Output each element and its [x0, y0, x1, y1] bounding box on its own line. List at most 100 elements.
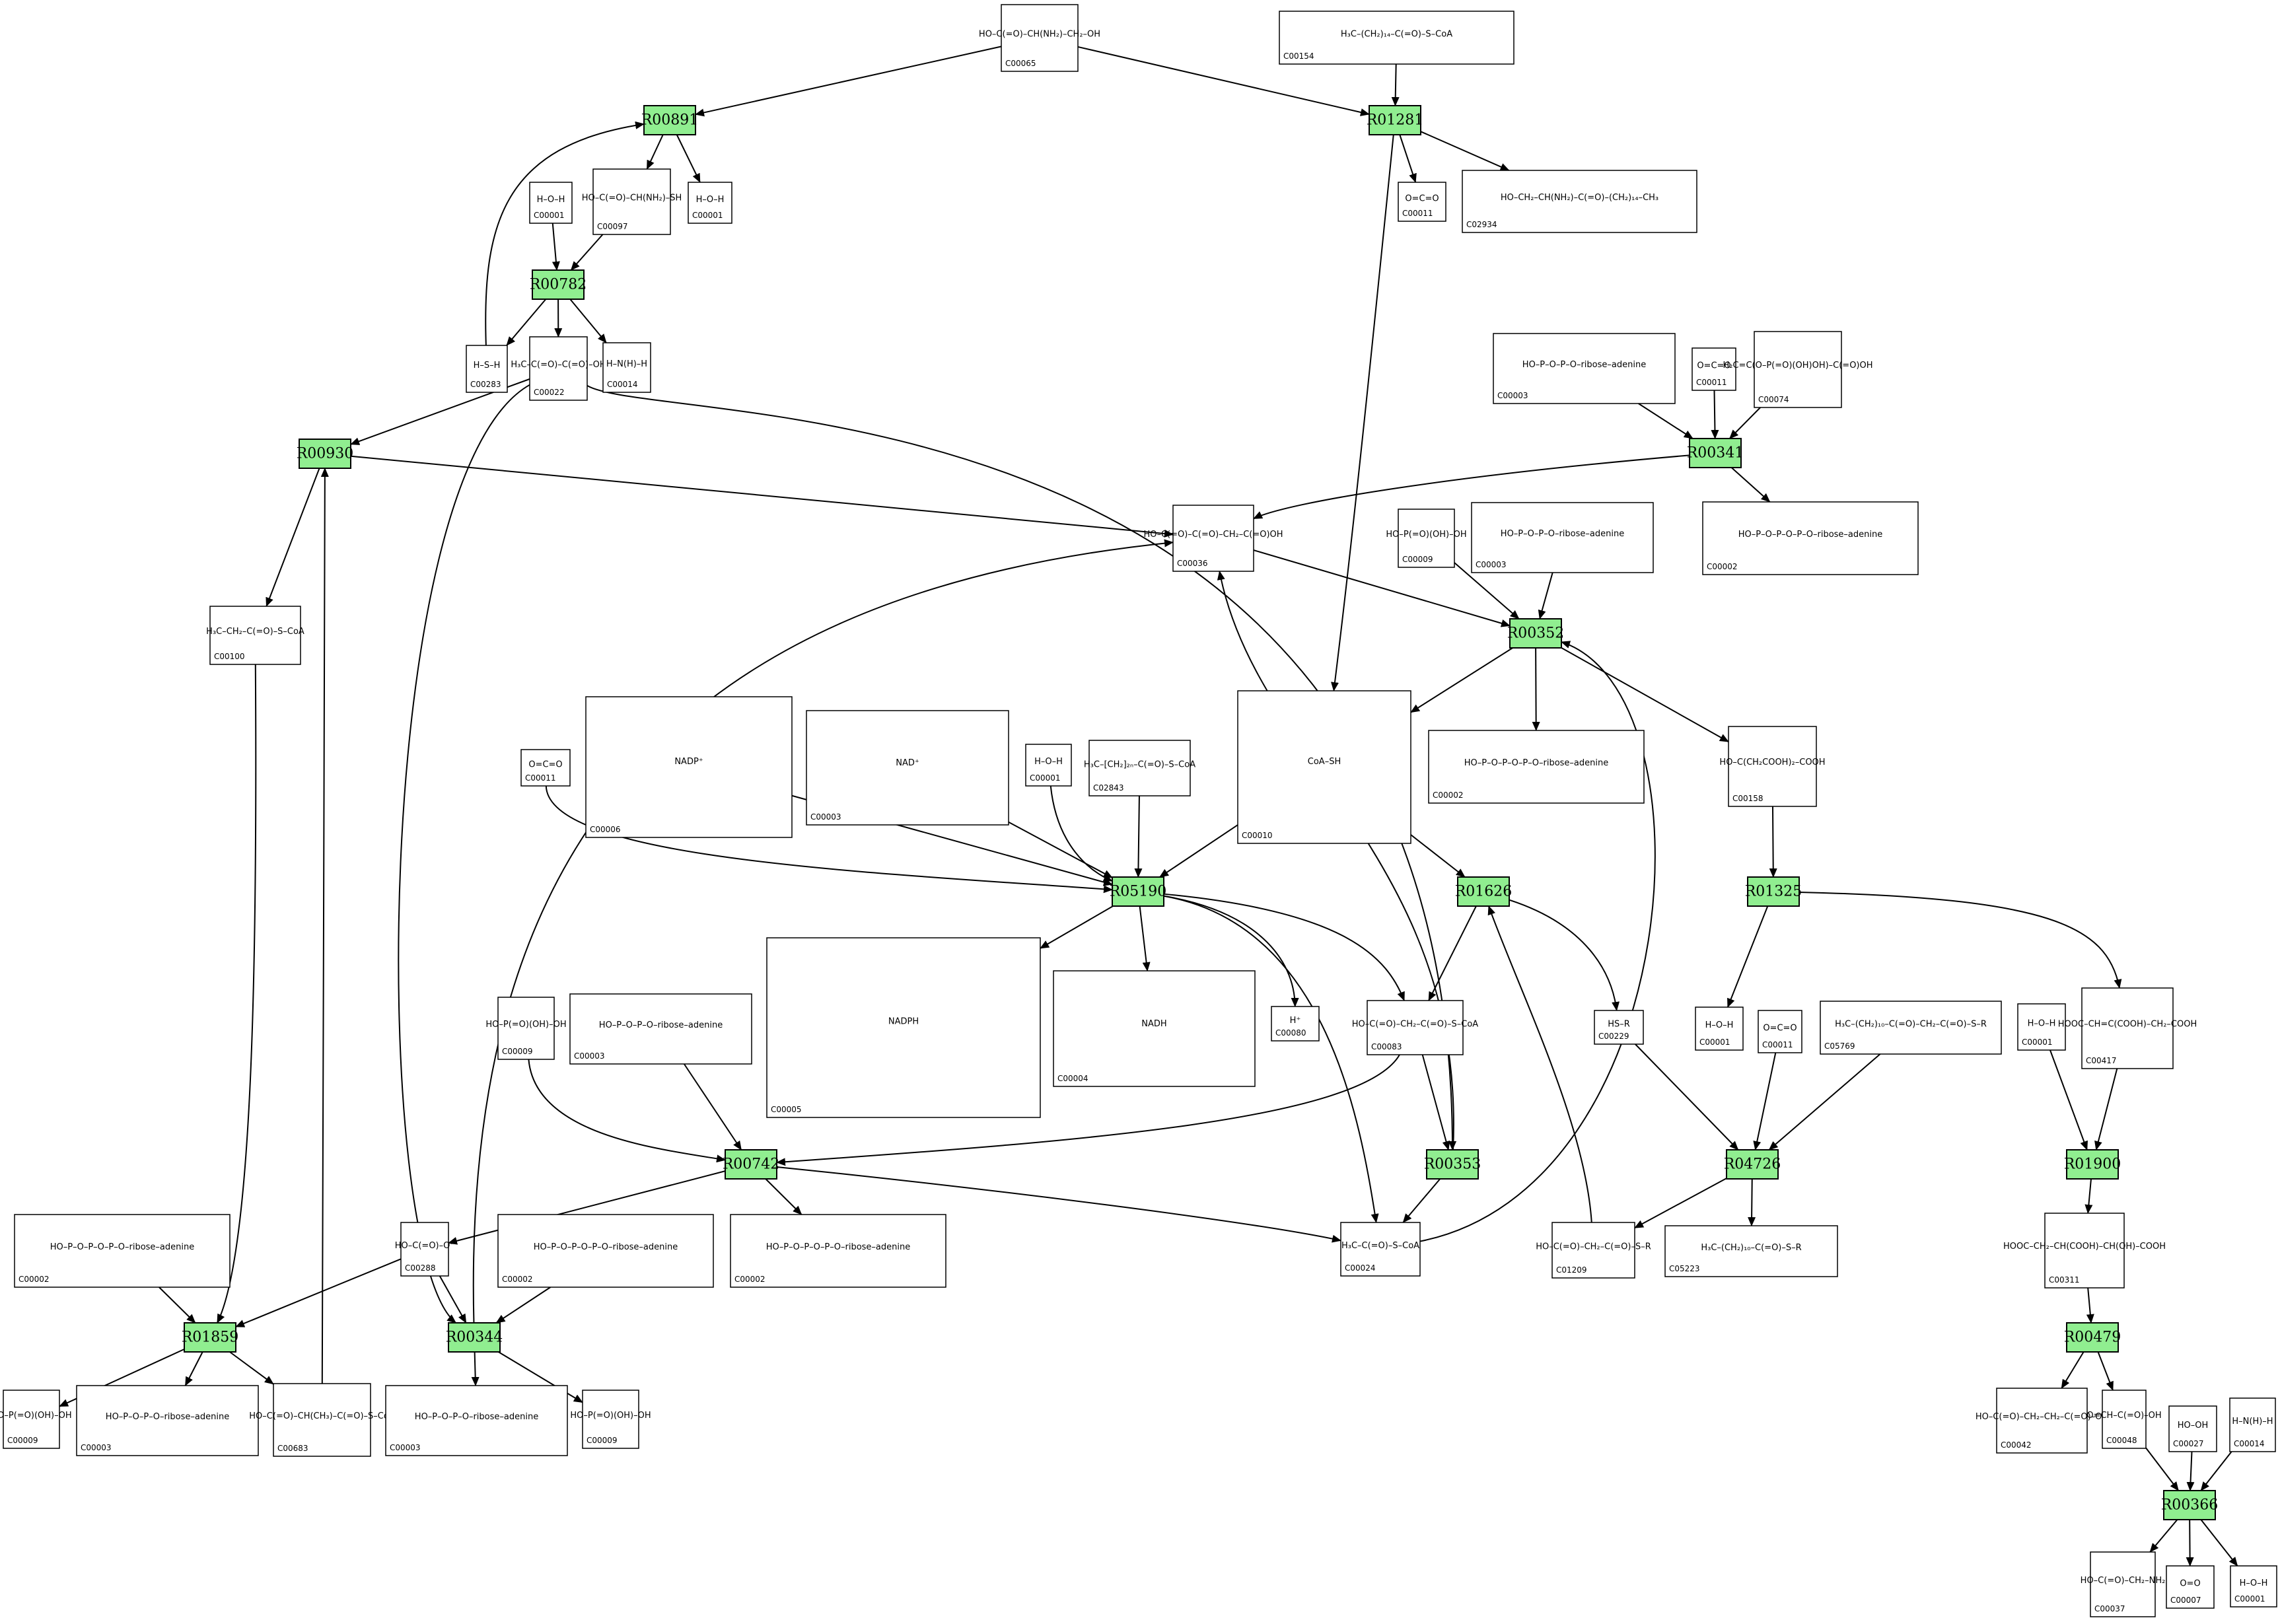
compound-box — [1471, 502, 1654, 573]
compound-node[interactable]: HO–C(=O)–O⁻C00288 — [395, 1222, 454, 1277]
compound-box — [76, 1385, 259, 1456]
reaction-node-r00353[interactable]: R00353 — [1424, 1149, 1481, 1180]
reaction-node-r00366[interactable]: R00366 — [2161, 1490, 2219, 1520]
compound-id-label: C00288 — [405, 1263, 436, 1273]
compound-structure: HO–C(CH₂COOH)₂–COOH — [1719, 758, 1825, 767]
reaction-node-r01281[interactable]: R01281 — [1367, 105, 1424, 135]
reaction-node-r01900[interactable]: R01900 — [2064, 1149, 2121, 1180]
compound-node[interactable]: NAD⁺C00003 — [806, 710, 1009, 826]
reaction-node-r01626[interactable]: R01626 — [1455, 876, 1513, 907]
reaction-node-r00479[interactable]: R00479 — [2064, 1322, 2121, 1353]
reaction-node-r05190[interactable]: R05190 — [1110, 876, 1167, 907]
reaction-node-r00341[interactable]: R00341 — [1687, 438, 1744, 468]
reaction-box — [1726, 1149, 1779, 1180]
reaction-node-r01325[interactable]: R01325 — [1745, 876, 1802, 907]
reaction-label: R00930 — [297, 446, 354, 462]
compound-node[interactable]: H⁺C00080 — [1271, 1006, 1320, 1041]
reaction-node-r00352[interactable]: R00352 — [1507, 618, 1565, 649]
reaction-node-r00782[interactable]: R00782 — [530, 269, 587, 300]
compound-id-label: C00001 — [2234, 1594, 2265, 1604]
compound-box — [582, 1390, 639, 1449]
compound-id-label: C00027 — [2173, 1439, 2204, 1448]
reaction-box — [448, 1322, 501, 1353]
reaction-node-r04726[interactable]: R04726 — [1724, 1149, 1781, 1180]
edge-C00001_e-to-R01900 — [2049, 1049, 2088, 1150]
edge-C00083_a-to-R00353 — [1421, 1054, 1450, 1150]
reaction-node-r01859[interactable]: R01859 — [182, 1322, 239, 1353]
edge-C00311_a-to-R00479 — [2086, 1287, 2094, 1324]
compound-id-label: C00002 — [1707, 562, 1738, 571]
compound-box — [2017, 1003, 2066, 1051]
reaction-node-r00344[interactable]: R00344 — [446, 1322, 503, 1353]
edge-C00001_c-to-R05190 — [1050, 785, 1113, 882]
reaction-box — [1112, 876, 1164, 907]
edge-R01626-to-C00229_a — [1509, 899, 1620, 1011]
edge-R00341-to-C00036_a — [1253, 454, 1690, 520]
reaction-node-r00930[interactable]: R00930 — [297, 439, 354, 469]
reaction-label: R00341 — [1687, 445, 1744, 462]
reaction-label: R05190 — [1110, 884, 1167, 900]
compound-node[interactable]: NADP⁺C00006 — [585, 696, 793, 838]
compound-structure: H–O–H — [696, 195, 725, 205]
edge-R00479-to-C00042_a — [2061, 1351, 2084, 1389]
compound-structure: HO–P–O–P–O–ribose–adenine — [415, 1412, 538, 1422]
reaction-node-r00891[interactable]: R00891 — [641, 105, 699, 135]
reaction-box — [1369, 105, 1421, 135]
reaction-node-r00742[interactable]: R00742 — [723, 1149, 780, 1180]
